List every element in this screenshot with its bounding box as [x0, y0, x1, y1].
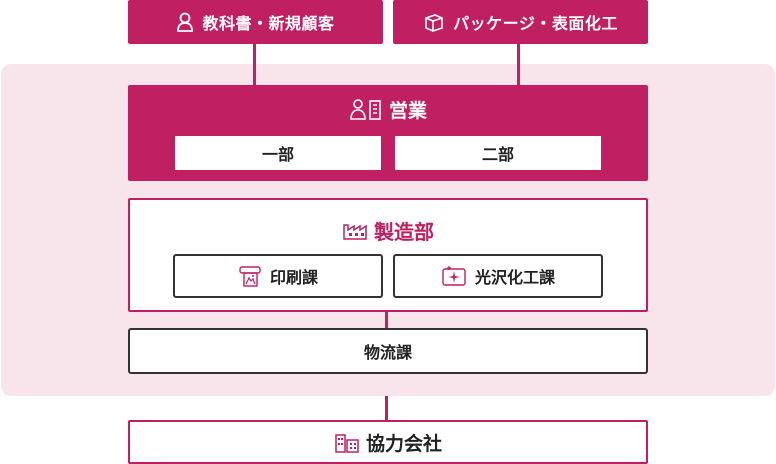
sales-dept-2: 二部 [395, 136, 601, 170]
printing-press-icon [239, 266, 261, 287]
connector-line-right [517, 44, 520, 85]
printing-section: 印刷課 [173, 254, 383, 298]
connector-line-left [253, 44, 256, 85]
manufacturing-box: 製造部 印刷課 光沢化工課 [128, 198, 648, 312]
connector-line-center-bottom [385, 396, 388, 420]
printing-label: 印刷課 [269, 268, 318, 287]
partner-box: 協力会社 [128, 420, 648, 464]
sales-title-row: 営業 [128, 97, 648, 122]
person-icon [177, 12, 194, 32]
office-worker-icon [350, 99, 381, 120]
gloss-icon [442, 266, 466, 286]
sales-box: 営業 一部 二部 [128, 85, 648, 181]
connector-line-center-top [385, 310, 388, 328]
package-icon [425, 14, 443, 32]
partner-label: 協力会社 [365, 432, 442, 455]
package-box: パッケージ・表面化工 [393, 0, 648, 44]
package-label: パッケージ・表面化工 [453, 14, 618, 33]
manufacturing-title: 製造部 [374, 219, 434, 244]
buildings-icon [335, 434, 359, 453]
manufacturing-title-row: 製造部 [130, 216, 646, 244]
gloss-label: 光沢化工課 [474, 268, 555, 287]
sales-title: 営業 [388, 99, 427, 122]
factory-icon [343, 224, 367, 240]
logistics-box: 物流課 [128, 328, 648, 374]
sales-dept-1: 一部 [175, 136, 381, 170]
gloss-section: 光沢化工課 [393, 254, 603, 298]
customer-label: 教科書・新規顧客 [202, 14, 335, 33]
customer-box: 教科書・新規顧客 [128, 0, 383, 44]
logistics-label: 物流課 [363, 343, 412, 362]
